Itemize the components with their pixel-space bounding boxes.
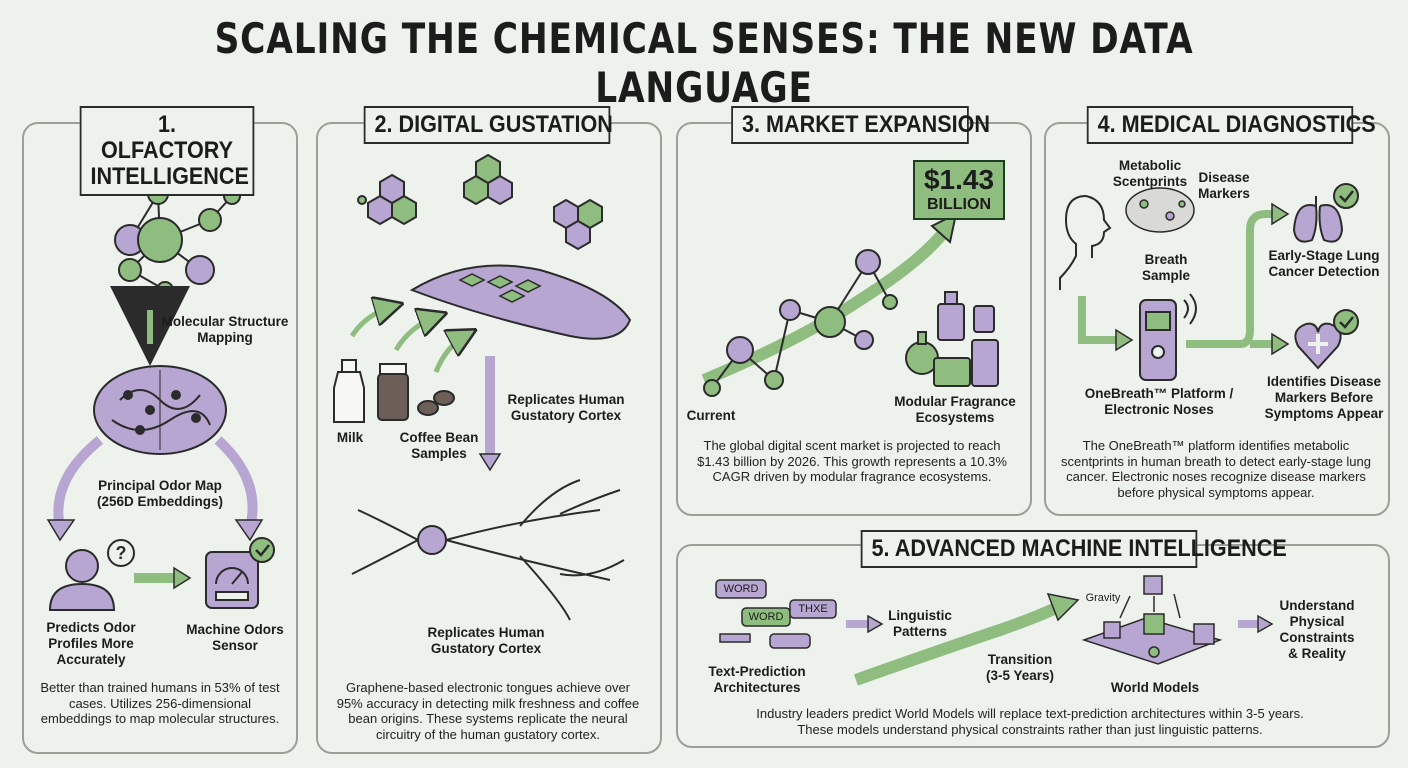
bubble-word-1: WORD [723, 583, 759, 595]
panel1-heading-text: 1. OLFACTORY INTELLIGENCE [90, 111, 249, 190]
sensor-label: Machine Odors Sensor [186, 622, 284, 653]
molecule-icon [114, 183, 241, 299]
panel2-heading: 2. DIGITAL GUSTATION [363, 106, 613, 144]
platform-label: OneBreath™ Platform / Electronic Noses [1084, 386, 1234, 417]
world-model-cubes-icon [1081, 575, 1223, 665]
bubble-word-3: THXE [798, 603, 828, 615]
sensor-chip-icon [205, 537, 275, 609]
linguistic-label: Linguistic Patterns [888, 608, 952, 639]
understand-label: Understand Physical Constraints & Realit… [1279, 598, 1355, 661]
breath-cloud-icon [1125, 187, 1195, 233]
panel5-heading: 5. ADVANCED MACHINE INTELLIGENCE [860, 530, 1287, 568]
disease-markers-label: Disease Markers [1198, 170, 1250, 201]
growth-network-chart [701, 212, 958, 397]
coffee-beans-icon [417, 390, 455, 416]
identifies-label: Identifies Disease Markers Before Sympto… [1264, 374, 1384, 421]
panel3-description: The global digital scent market is proje… [697, 438, 1007, 484]
cortex-upper-label: Replicates Human Gustatory Cortex [507, 392, 625, 423]
lungs-icon [1292, 183, 1359, 243]
text-prediction-label: Text-Prediction Architectures [708, 664, 806, 695]
scentprints-label: Metabolic Scentprints [1112, 158, 1188, 189]
milk-label: Milk [336, 430, 364, 445]
panel4-heading: 4. MEDICAL DIAGNOSTICS [1086, 106, 1376, 144]
panel1-description: Better than trained humans in 53% of tes… [40, 680, 280, 726]
panel2-description: Graphene-based electronic tongues achiev… [336, 680, 640, 742]
brain-icon [93, 365, 227, 455]
arrow-to-lungs-icon [1186, 210, 1276, 348]
neuron-icon [351, 479, 625, 621]
panel5-description: Industry leaders predict World Models wi… [756, 706, 1304, 737]
human-profile-icon [1059, 195, 1112, 290]
fragrance-bottles-icon [905, 291, 999, 387]
panel3-heading: 3. MARKET EXPANSION [731, 106, 990, 144]
coffee-jar-icon [377, 363, 409, 421]
transition-label: Transition (3-5 Years) [985, 652, 1055, 683]
current-label: Current [686, 408, 736, 423]
transition-arrow-icon [853, 600, 1063, 686]
panel4-description: The OneBreath™ platform identifies metab… [1060, 438, 1371, 500]
coffee-label: Coffee Bean Samples [399, 430, 479, 461]
lung-label: Early-Stage Lung Cancer Detection [1268, 248, 1380, 279]
market-value: $1.43 [923, 164, 995, 195]
modular-label: Modular Fragrance Ecosystems [894, 394, 1016, 425]
tongue-icon [409, 264, 632, 340]
page-title: SCALING THE CHEMICAL SENSES: THE NEW DAT… [214, 14, 1194, 112]
market-value-badge: $1.43 BILLION [913, 160, 1005, 220]
breath-sample-label: Breath Sample [1141, 252, 1191, 283]
market-value-unit: BILLION [927, 196, 991, 213]
heart-medical-icon [1294, 309, 1359, 370]
molecular-mapping-label: Molecular Structure Mapping [161, 314, 289, 345]
world-models-label: World Models [1110, 680, 1200, 695]
arrow-right-curve-icon [214, 436, 258, 530]
arrow-to-device-icon [1078, 296, 1120, 344]
hexagon-molecule-icons [357, 153, 603, 251]
electronic-nose-device-icon [1139, 293, 1197, 381]
svg-text:?: ? [116, 543, 127, 563]
arrow-left-curve-icon [53, 436, 104, 530]
principal-map-label: Principal Odor Map (256D Embeddings) [96, 478, 224, 509]
speech-bubbles-icon [715, 579, 837, 649]
person-question-icon: ? [48, 539, 135, 611]
cortex-lower-label: Replicates Human Gustatory Cortex [427, 625, 545, 656]
gravity-label: Gravity [1085, 592, 1121, 604]
predicts-label: Predicts Odor Profiles More Accurately [46, 620, 136, 667]
panel1-heading: 1. OLFACTORY INTELLIGENCE [79, 106, 255, 196]
milk-bottle-icon [333, 359, 365, 423]
bubble-word-2: WORD [748, 611, 784, 623]
